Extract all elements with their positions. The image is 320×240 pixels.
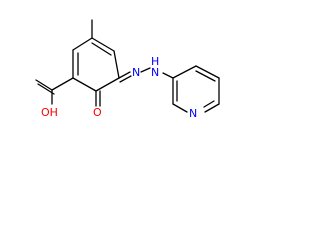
bond (35, 79, 53, 91)
bond (140, 67, 151, 73)
bond (95, 77, 120, 92)
bond (113, 50, 120, 79)
bond (195, 65, 220, 79)
bond (91, 37, 115, 52)
bond (203, 100, 215, 108)
bond (172, 65, 197, 79)
hydroxyl-label: OH (41, 106, 58, 119)
amine-hydrogen-label: H (151, 55, 159, 68)
amine-nitrogen-label: N (151, 66, 159, 79)
bond (204, 103, 220, 113)
bond (119, 75, 132, 83)
azo-nitrogen-label: N (132, 66, 140, 79)
bond (37, 83, 55, 95)
bond (195, 70, 216, 82)
atom-labels: O OH N N H N (41, 55, 197, 120)
bond (51, 77, 74, 91)
bond (172, 103, 188, 113)
bonds (35, 19, 220, 113)
ketone-oxygen-label: O (93, 106, 102, 119)
bond (162, 72, 174, 79)
bond (72, 37, 93, 51)
bond (72, 77, 97, 92)
chemical-structure: O OH N N H N (35, 19, 220, 120)
bond (118, 71, 131, 79)
bond (91, 42, 112, 56)
pyridine-nitrogen-label: N (189, 107, 197, 120)
